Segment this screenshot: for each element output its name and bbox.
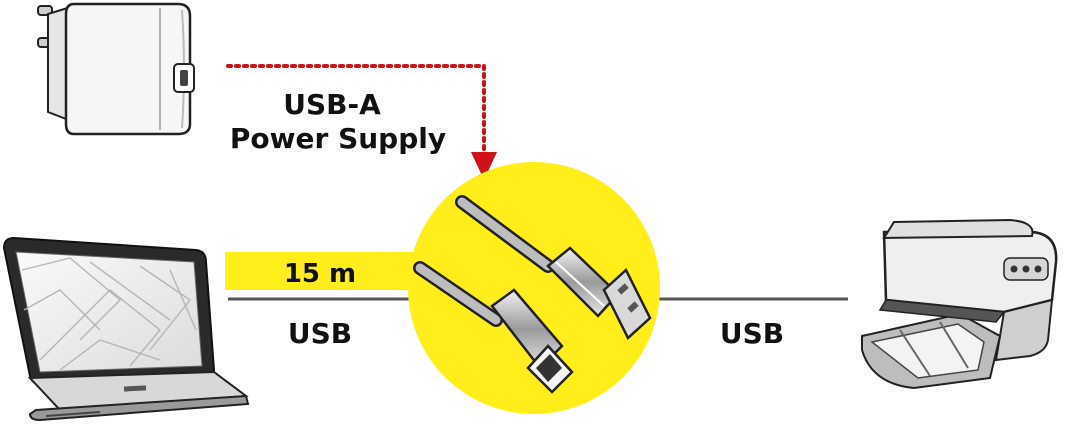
printer-icon (861, 218, 1058, 390)
arrow-down-icon (471, 152, 497, 180)
power-adapter-icon (37, 2, 195, 136)
power-label-line2: Power Supply (230, 122, 446, 155)
usb-label-left: USB (288, 317, 352, 350)
power-label-line1: USB-A (283, 88, 381, 121)
laptop-icon (2, 236, 250, 422)
length-highlight-bar (225, 252, 417, 290)
length-label: 15 m (284, 259, 356, 289)
usb-label-right: USB (720, 317, 784, 350)
power-supply-line (226, 64, 497, 180)
usb-cable-plugs-icon (408, 162, 660, 414)
